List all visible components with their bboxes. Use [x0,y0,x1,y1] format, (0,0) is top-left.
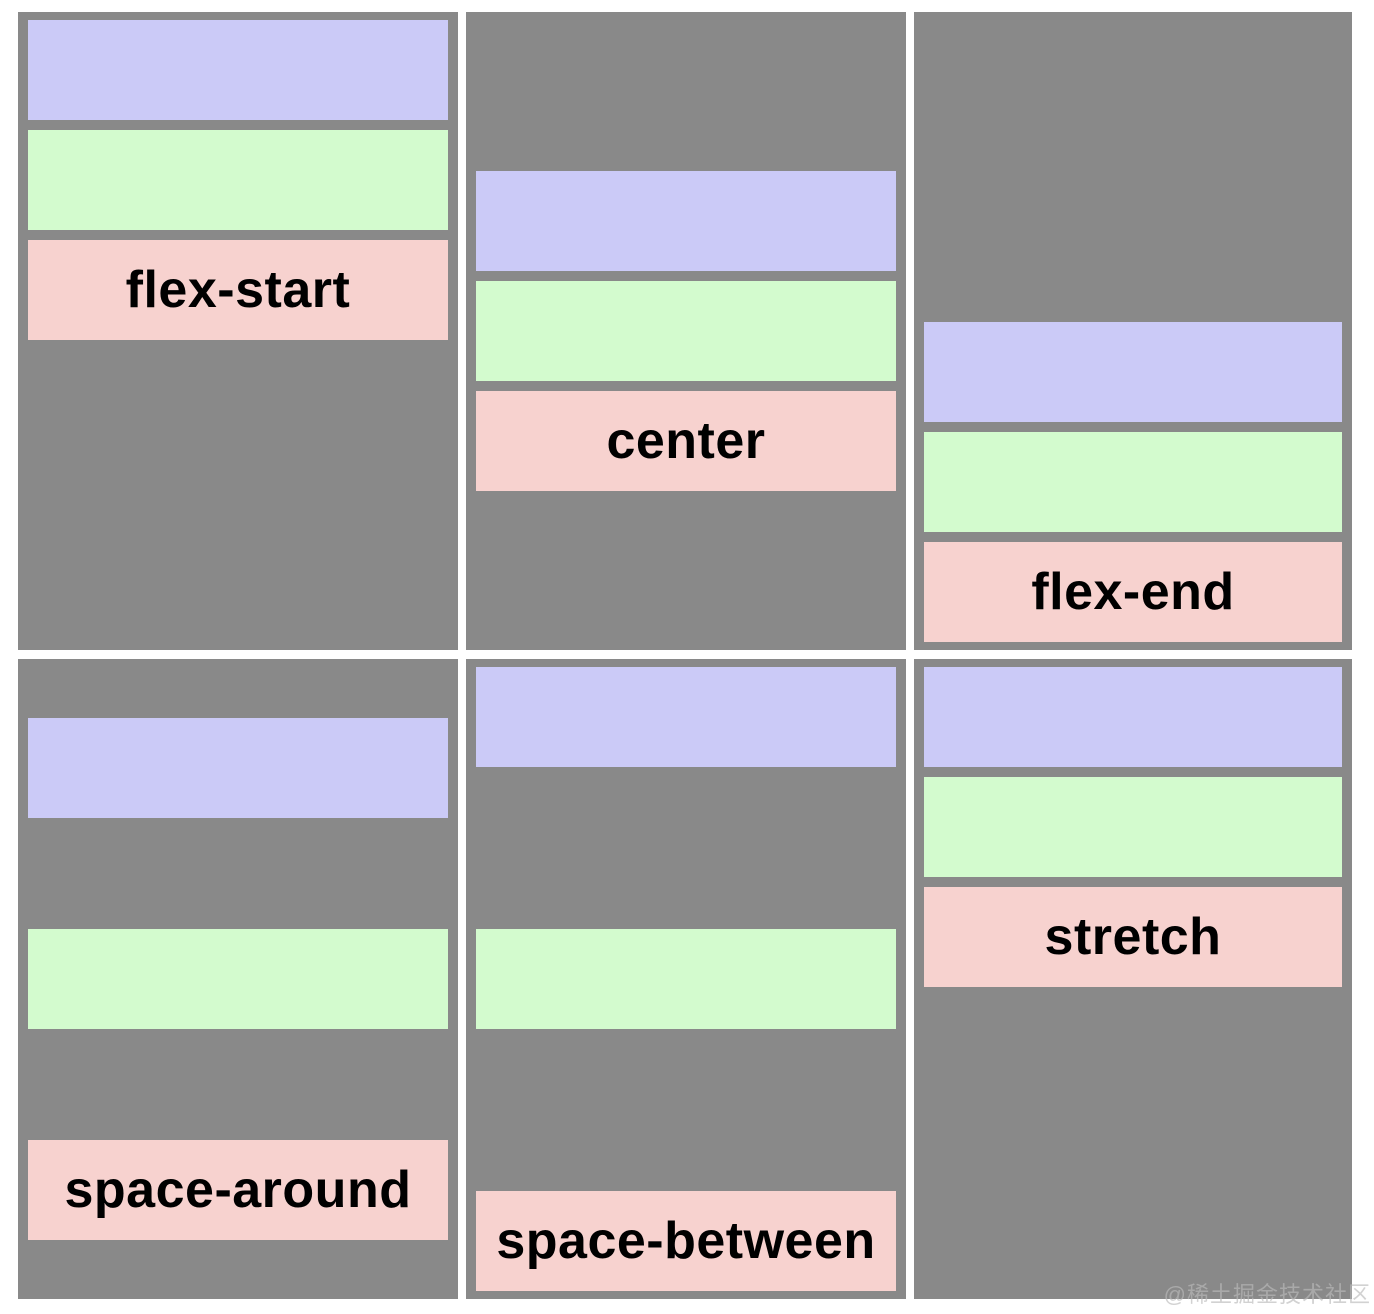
green-bar [476,929,896,1029]
pink-label-bar: stretch [924,887,1342,987]
green-bar [28,130,448,230]
alignment-demo-grid: flex-start center flex-end space-around … [18,12,1352,1299]
green-bar [476,281,896,381]
green-bar [28,928,448,1029]
panel-label-stretch: stretch [1044,908,1222,966]
pink-label-bar: space-around [28,1140,448,1241]
purple-bar [28,20,448,120]
panel-label-space-around: space-around [64,1161,412,1220]
panel-label-flex-end: flex-end [1031,563,1235,621]
panel-flex-end: flex-end [914,12,1352,650]
panel-center: center [466,12,906,650]
purple-bar [476,171,896,271]
panel-space-around: space-around [18,659,458,1299]
purple-bar [924,667,1342,767]
green-bar [924,777,1342,877]
pink-label-bar: flex-end [924,542,1342,642]
panel-label-flex-start: flex-start [125,261,351,319]
panel-label-center: center [606,412,766,470]
green-bar [924,432,1342,532]
watermark: @稀土掘金技术社区 [1163,1282,1371,1307]
pink-label-bar: space-between [476,1191,896,1291]
panel-flex-start: flex-start [18,12,458,650]
purple-bar [28,717,448,818]
panel-stretch: stretch [914,659,1352,1299]
pink-label-bar: flex-start [28,240,448,340]
purple-bar [476,667,896,767]
pink-label-bar: center [476,391,896,491]
purple-bar [924,322,1342,422]
panel-space-between: space-between [466,659,906,1299]
panel-label-space-between: space-between [496,1212,876,1270]
